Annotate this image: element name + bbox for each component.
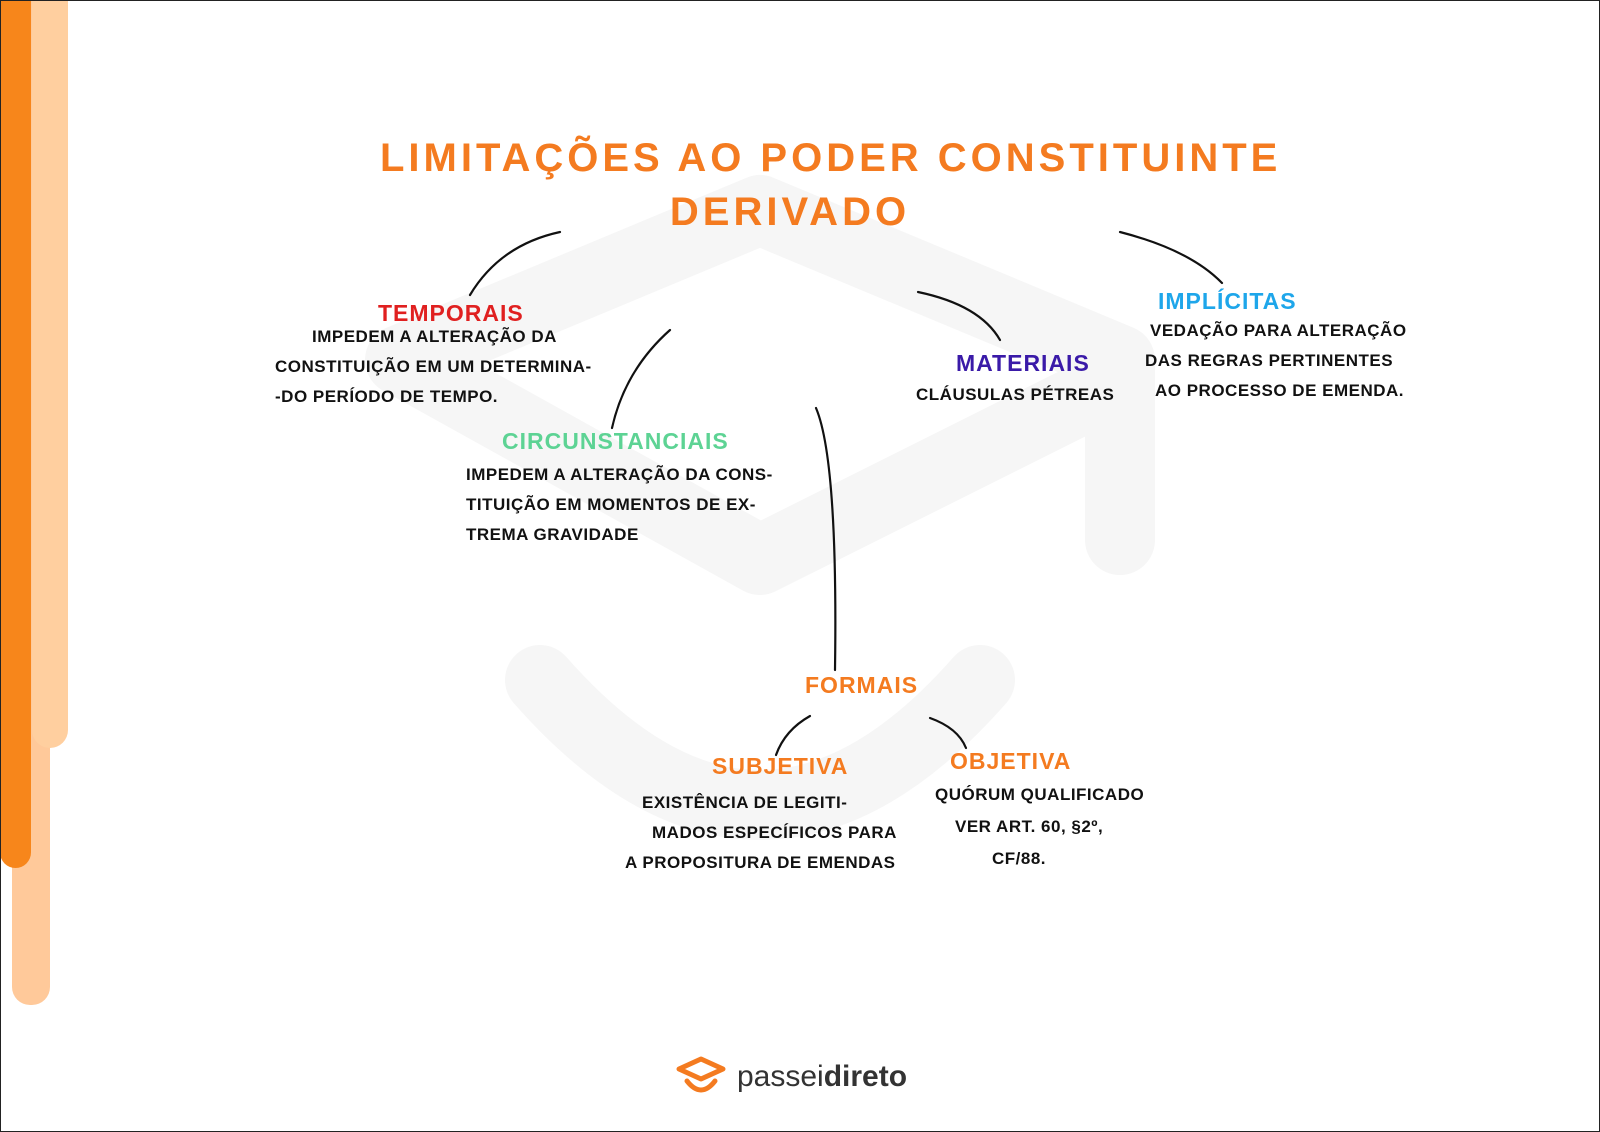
- implicitas-label: Implícitas: [1158, 288, 1297, 314]
- title-line-2: Derivado: [669, 190, 911, 234]
- implicitas-line: das regras pertinentes: [1145, 351, 1394, 370]
- line-to-formais: [814, 406, 837, 672]
- passeidireto-logo: passeidireto: [675, 1055, 907, 1099]
- title-line-1: Limitações ao poder constituinte: [380, 136, 1282, 180]
- line-to-implicitas: [1118, 230, 1224, 285]
- implicitas-line: ao processo de emenda.: [1155, 381, 1405, 400]
- decor-bar-light-2: [32, 0, 68, 748]
- line-to-objetiva: [928, 716, 968, 750]
- temporais-line: -do período de tempo.: [275, 387, 499, 406]
- materiais-line: Cláusulas pétreas: [916, 385, 1115, 404]
- circunstanciais-line: tituição em momentos de ex-: [466, 495, 756, 514]
- line-to-subjetiva: [774, 714, 812, 757]
- objetiva-line: CF/88.: [992, 849, 1047, 868]
- graduation-cap-icon: [676, 1056, 726, 1093]
- formais-label: Formais: [805, 672, 919, 698]
- materiais-label: Materiais: [956, 350, 1090, 376]
- subjetiva-line: mados específicos para: [652, 823, 897, 842]
- objetiva-line: Quórum qualificado: [935, 785, 1145, 804]
- circunstanciais-line: Impedem a alteração da cons-: [466, 465, 773, 484]
- logo-text-light: passei: [737, 1060, 824, 1093]
- line-to-circunstanciais: [610, 328, 672, 430]
- temporais-line: Impedem a alteração da: [312, 327, 557, 346]
- logo-text-bold: direto: [823, 1060, 908, 1093]
- temporais-label: Temporais: [378, 300, 524, 326]
- objetiva-label: Objetiva: [950, 748, 1072, 774]
- circunstanciais-line: trema gravidade: [466, 525, 639, 544]
- subjetiva-line: a propositura de emendas: [625, 853, 896, 872]
- decor-bar-dark: [0, 0, 31, 868]
- temporais-line: constituição em um determina-: [275, 357, 592, 376]
- subjetiva-label: Subjetiva: [712, 753, 849, 779]
- line-to-materiais: [916, 290, 1002, 342]
- subjetiva-line: Existência de legiti-: [642, 793, 848, 812]
- circunstanciais-label: Circunstanciais: [502, 428, 729, 454]
- objetiva-line: ver art. 60, §2º,: [955, 817, 1104, 836]
- implicitas-line: Vedação para alteração: [1150, 321, 1407, 340]
- line-to-temporais: [468, 230, 562, 297]
